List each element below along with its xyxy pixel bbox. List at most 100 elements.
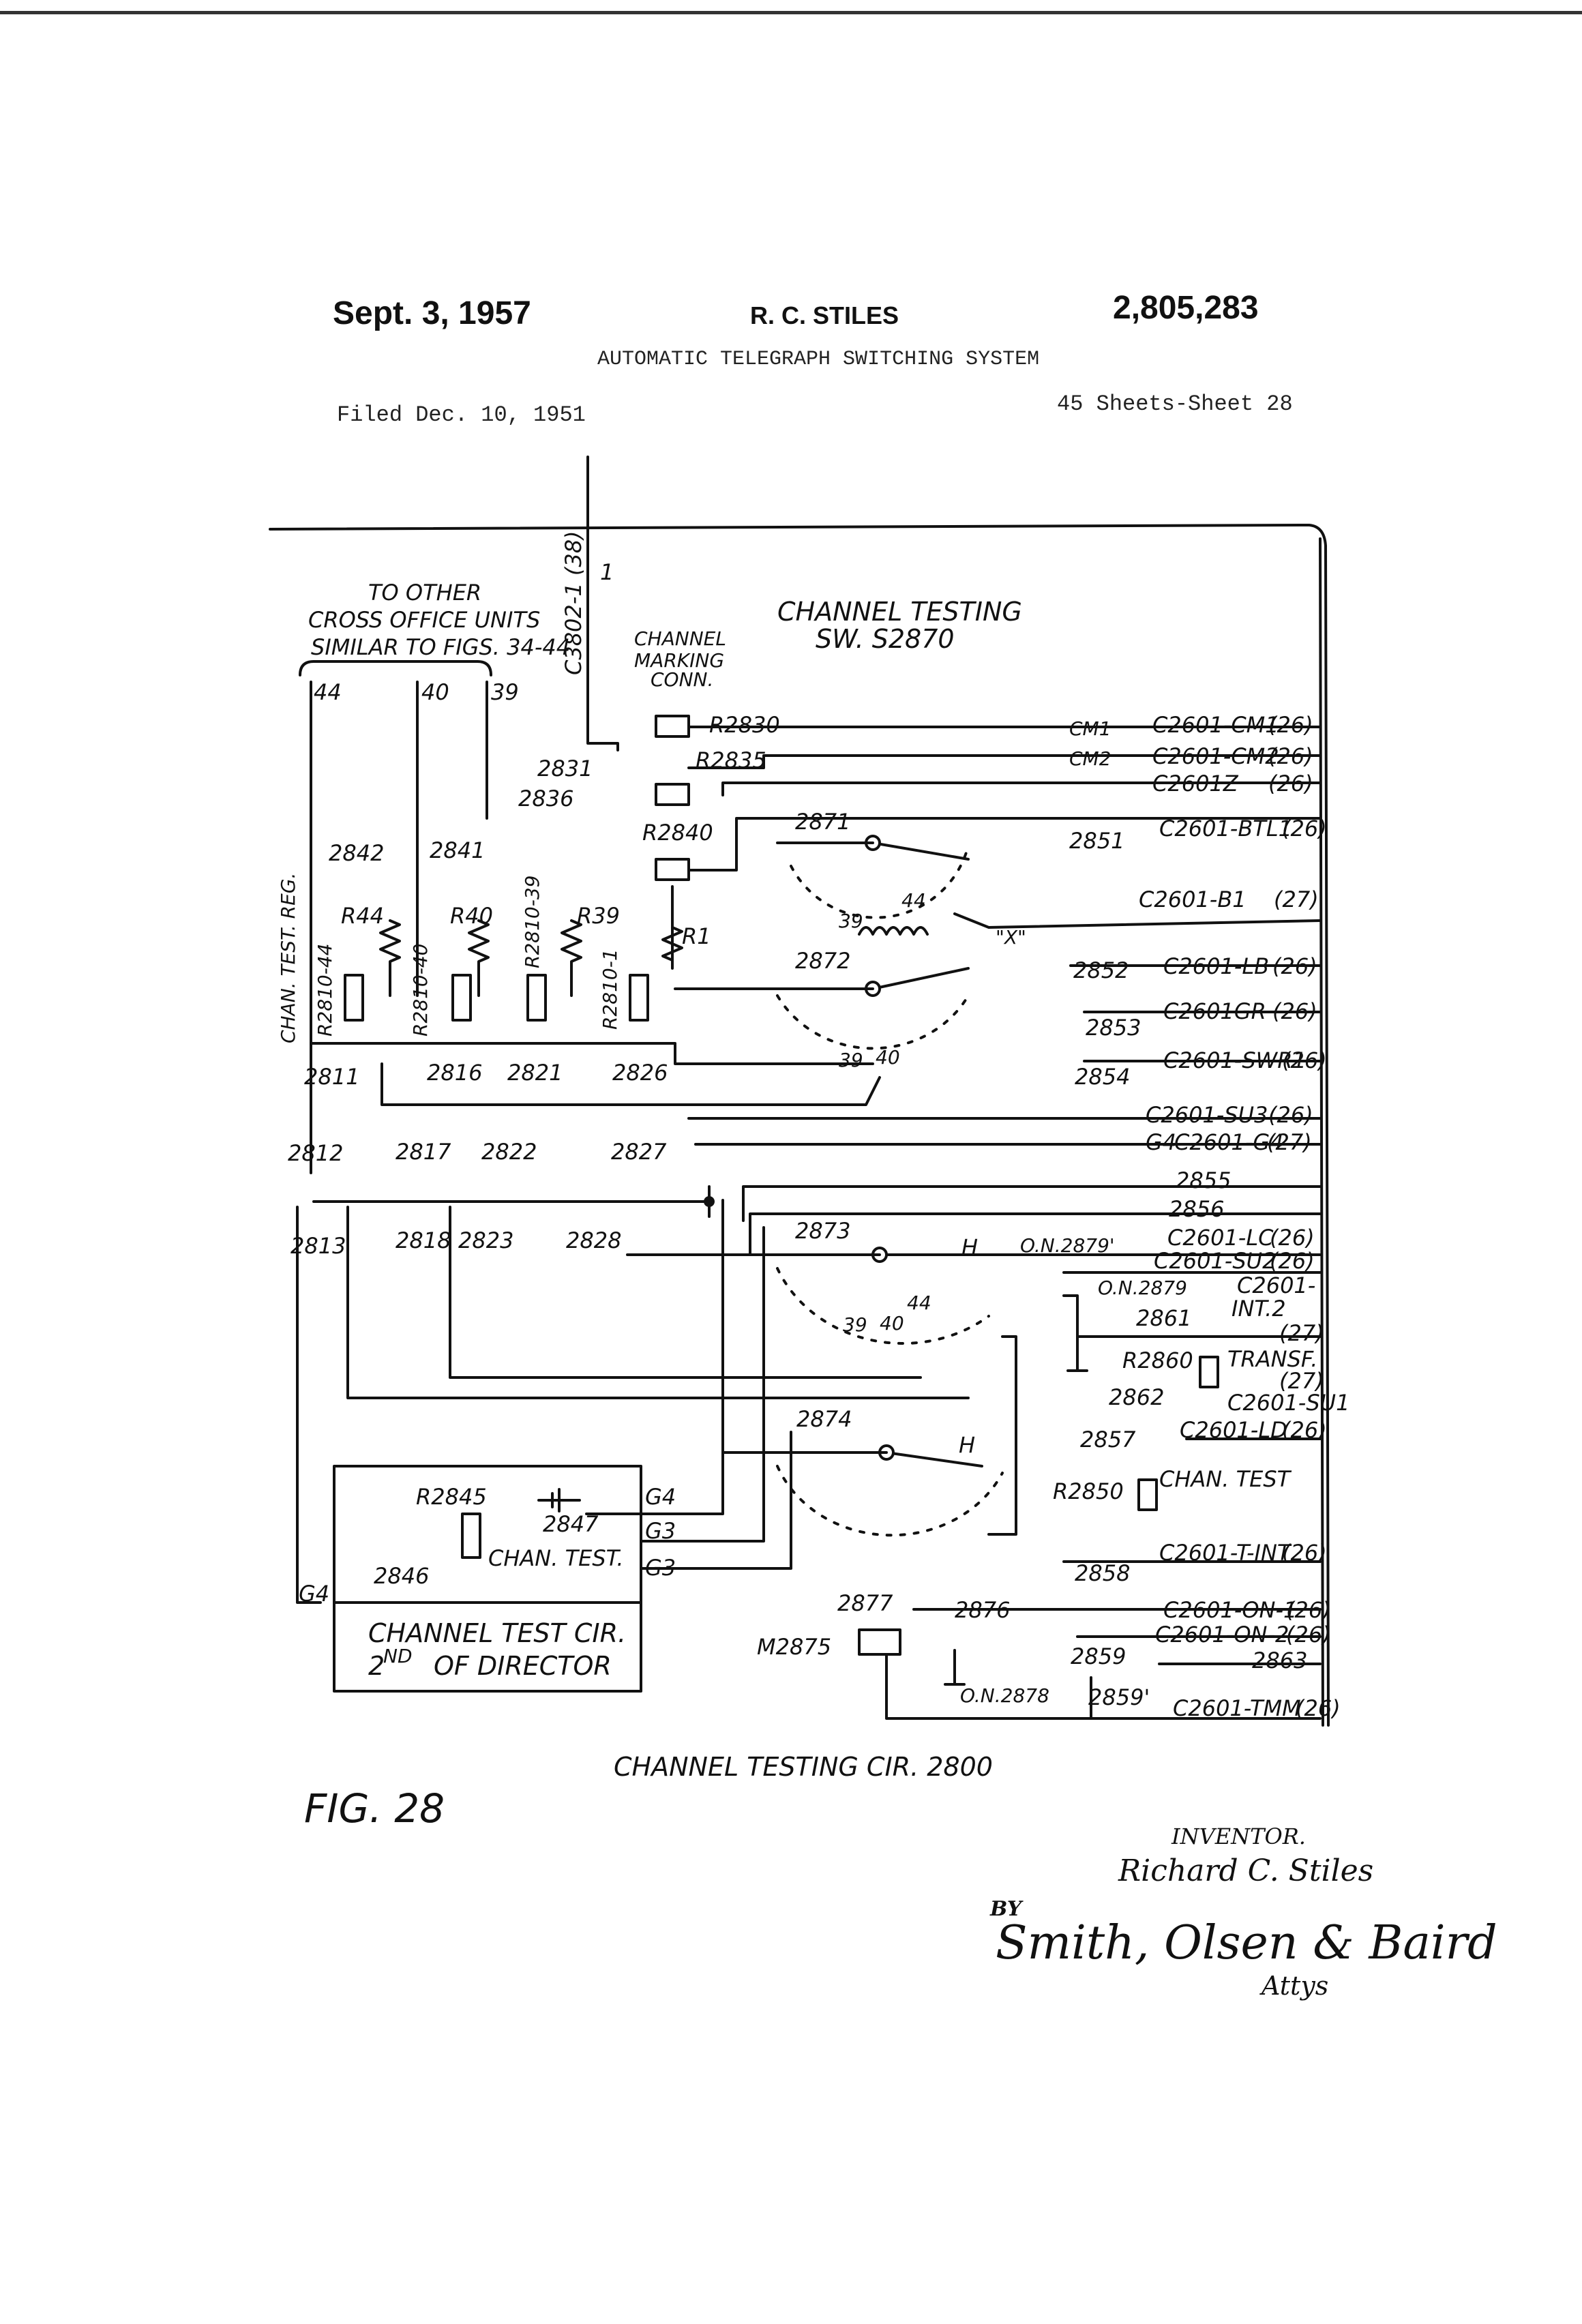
label-transf: TRANSF. [1227,1346,1317,1372]
label-t39: 39 [491,679,519,705]
label-r2845: R2845 [416,1484,487,1510]
label-p27d: (27) [1279,1368,1324,1394]
bracket-to-other [299,660,492,676]
label-2859: 2859 [1071,1643,1126,1669]
label-h2: H [959,1432,975,1458]
label-2827: 2827 [611,1139,667,1165]
label-t44: 44 [314,679,342,705]
label-c2601-cm1: C2601-CM1 [1152,712,1279,738]
label-c2601-ld: C2601-LD [1180,1417,1287,1443]
relay-r2850 [1137,1478,1158,1511]
wire-tmm [885,1653,1322,1720]
label-2846: 2846 [374,1563,429,1589]
loop-left [296,1206,322,1604]
wire-g3-box-b [640,1431,792,1570]
label-p27c: (27) [1279,1320,1324,1346]
label-c2601-su1: C2601-SU1 [1227,1390,1349,1416]
label-c2601z: C2601Z [1152,771,1239,796]
label-p26o: (26) [1296,1695,1341,1721]
label-director-line2b: OF DIRECTOR [434,1651,612,1681]
wire-2856 [749,1212,1322,1256]
wire-c3802 [586,531,619,751]
label-2855: 2855 [1176,1167,1231,1193]
relay-r2835 [655,783,690,806]
label-g3a: G3 [645,1518,676,1544]
coil-2871 [858,926,929,936]
label-2847: 2847 [543,1511,599,1537]
label-r44: R44 [341,903,384,929]
label-director-line2-sup: ND [383,1645,413,1667]
label-2822: 2822 [481,1139,537,1165]
label-p26c: (26) [1268,771,1313,796]
label-p26a: (26) [1268,712,1313,738]
label-to-other-3: SIMILAR TO FIGS. 34-44 [311,634,570,660]
frame-top [269,524,1330,1727]
label-2863: 2863 [1252,1648,1307,1673]
patent-title: AUTOMATIC TELEGRAPH SWITCHING SYSTEM [597,348,1040,371]
label-p26j: (26) [1270,1248,1315,1274]
switch-2872-arm [871,967,970,990]
label-director-line2a: 2 [368,1651,385,1681]
label-c2601-on1: C2601-ON-1 [1163,1597,1297,1623]
attys-label: Attys [1262,1971,1329,2001]
label-2862: 2862 [1109,1384,1164,1410]
label-r2830: R2830 [709,712,780,738]
resistor-r39 [561,919,582,997]
switch-2871-arm [871,841,970,861]
label-p26g: (26) [1282,1047,1327,1073]
patent-number: 2,805,283 [1113,290,1259,326]
wire-g4-box [585,1199,724,1515]
label-2816: 2816 [427,1060,482,1086]
label-p26k: (26) [1282,1417,1327,1443]
label-2857: 2857 [1080,1427,1136,1452]
label-cm2: CM2 [1069,747,1111,770]
inventor-label: INVENTOR. [1171,1823,1306,1849]
relay-r2810-40 [451,974,472,1022]
label-44a: 44 [901,889,926,912]
label-2823: 2823 [458,1227,513,1253]
wire-2855 [742,1185,1322,1222]
label-39c: 39 [843,1313,867,1336]
label-p26m: (26) [1286,1597,1331,1623]
attorneys-signature: Smith, Olsen & Baird [996,1916,1497,1970]
label-chan-test2: CHAN. TEST [1159,1466,1292,1492]
wire-r2840 [687,817,1322,872]
inventor-short: R. C. STILES [750,301,899,329]
label-c2601-tint: C2601-T-INT [1159,1540,1292,1566]
relay-row-bus-2 [380,1062,881,1106]
label-c2601gr: C2601GR [1163,998,1266,1024]
label-r2850: R2850 [1053,1478,1124,1504]
label-c2601-b1: C2601-B1 [1139,887,1247,912]
label-p26b: (26) [1268,743,1313,769]
filed-date: Filed Dec. 10, 1951 [337,402,586,428]
ground-int2 [1066,1335,1088,1372]
switch-2874-arm [885,1451,983,1468]
label-cm1: CM1 [1069,717,1111,740]
label-director-line1: CHANNEL TEST CIR. [368,1618,626,1648]
switch-2873-arc [776,1267,990,1345]
label-x: "X" [996,926,1026,949]
label-2871: 2871 [795,809,850,835]
resistor-r44 [379,919,401,997]
label-p27b: (27) [1267,1129,1312,1155]
label-channel-testing-1: CHANNEL TESTING [777,597,1022,627]
diagram-caption: CHANNEL TESTING CIR. 2800 [614,1752,993,1782]
label-2817: 2817 [395,1139,451,1165]
label-chan-test: CHAN. TEST. [488,1545,624,1571]
label-2821: 2821 [507,1060,563,1086]
wire-b1 [953,912,1322,929]
label-c2601-on2: C2601-ON-2 [1155,1622,1289,1648]
label-c2601-lb: C2601-LB [1163,953,1269,979]
director-box [333,1465,642,1693]
label-marking-1: CHANNEL [634,627,726,650]
label-2872: 2872 [795,948,850,974]
switch-2874-arc [776,1465,1004,1537]
label-2858: 2858 [1075,1560,1130,1586]
inventor-name: Richard C. Stiles [1118,1853,1374,1888]
label-p26i: (26) [1270,1225,1315,1251]
label-r2810-1: R2810-1 [599,949,621,1030]
label-2828: 2828 [566,1227,621,1253]
label-c2601-int2a: C2601- [1237,1272,1315,1298]
frame-inner-right [1319,537,1324,1727]
label-on2878: O.N.2878 [960,1684,1049,1707]
